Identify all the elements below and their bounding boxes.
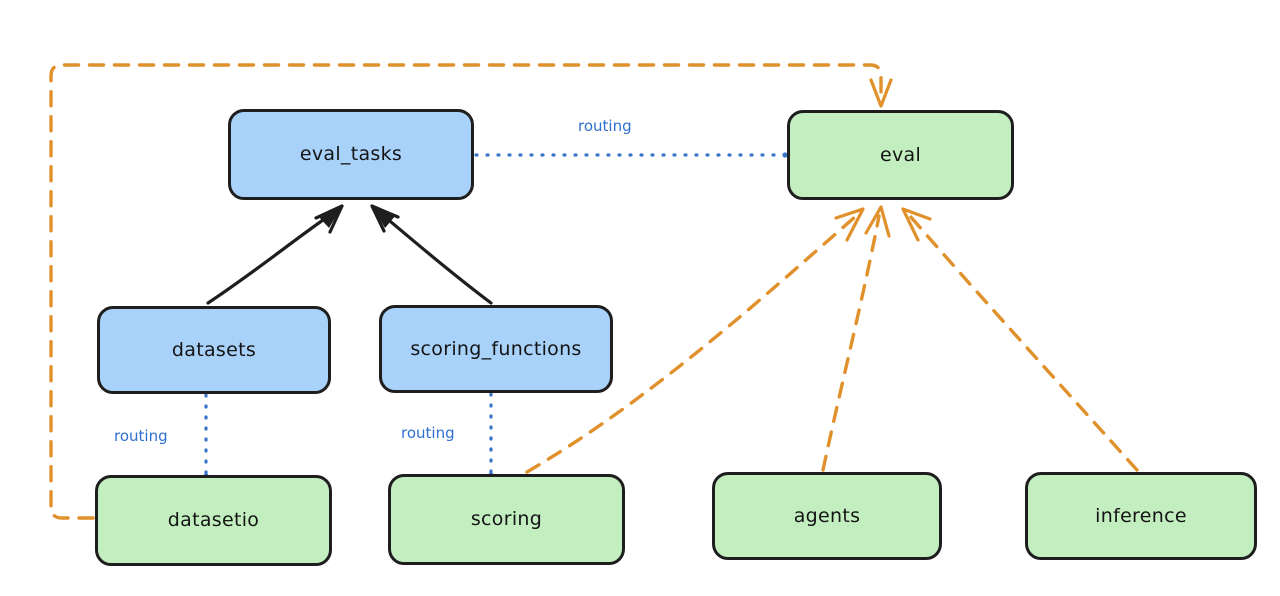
edge-eval-tasks-to-eval: [474, 152, 788, 158]
edge-scoring-functions-to-eval-tasks: [370, 204, 493, 305]
node-label-eval: eval: [879, 143, 922, 166]
node-inference[interactable]: inference: [1025, 472, 1257, 560]
node-datasets[interactable]: datasets: [97, 306, 331, 394]
node-agents[interactable]: agents: [712, 472, 942, 560]
edge-label-routing-eval-tasks-eval: routing: [578, 117, 632, 135]
node-label-eval-tasks: eval_tasks: [299, 143, 403, 166]
node-label-datasets: datasets: [171, 338, 257, 361]
edge-agents-to-eval: [821, 205, 891, 472]
node-label-scoring: scoring: [470, 508, 543, 531]
node-scoring-functions[interactable]: scoring_functions: [379, 305, 613, 393]
node-scoring[interactable]: scoring: [388, 474, 625, 565]
node-eval[interactable]: eval: [787, 110, 1014, 200]
edge-inference-to-eval: [901, 207, 1139, 472]
edge-label-routing-scoring-functions-scoring: routing: [401, 424, 455, 442]
node-label-datasetio: datasetio: [167, 509, 260, 532]
node-label-agents: agents: [793, 504, 861, 527]
node-eval-tasks[interactable]: eval_tasks: [228, 109, 474, 200]
node-datasetio[interactable]: datasetio: [95, 475, 332, 566]
edge-scoring-functions-to-scoring: [488, 392, 494, 478]
edge-datasets-to-datasetio: [203, 393, 209, 479]
edge-label-routing-datasets-datasetio: routing: [114, 427, 168, 445]
node-label-scoring-functions: scoring_functions: [410, 337, 582, 360]
node-label-inference: inference: [1095, 504, 1187, 527]
edge-datasets-to-eval-tasks: [206, 204, 344, 305]
